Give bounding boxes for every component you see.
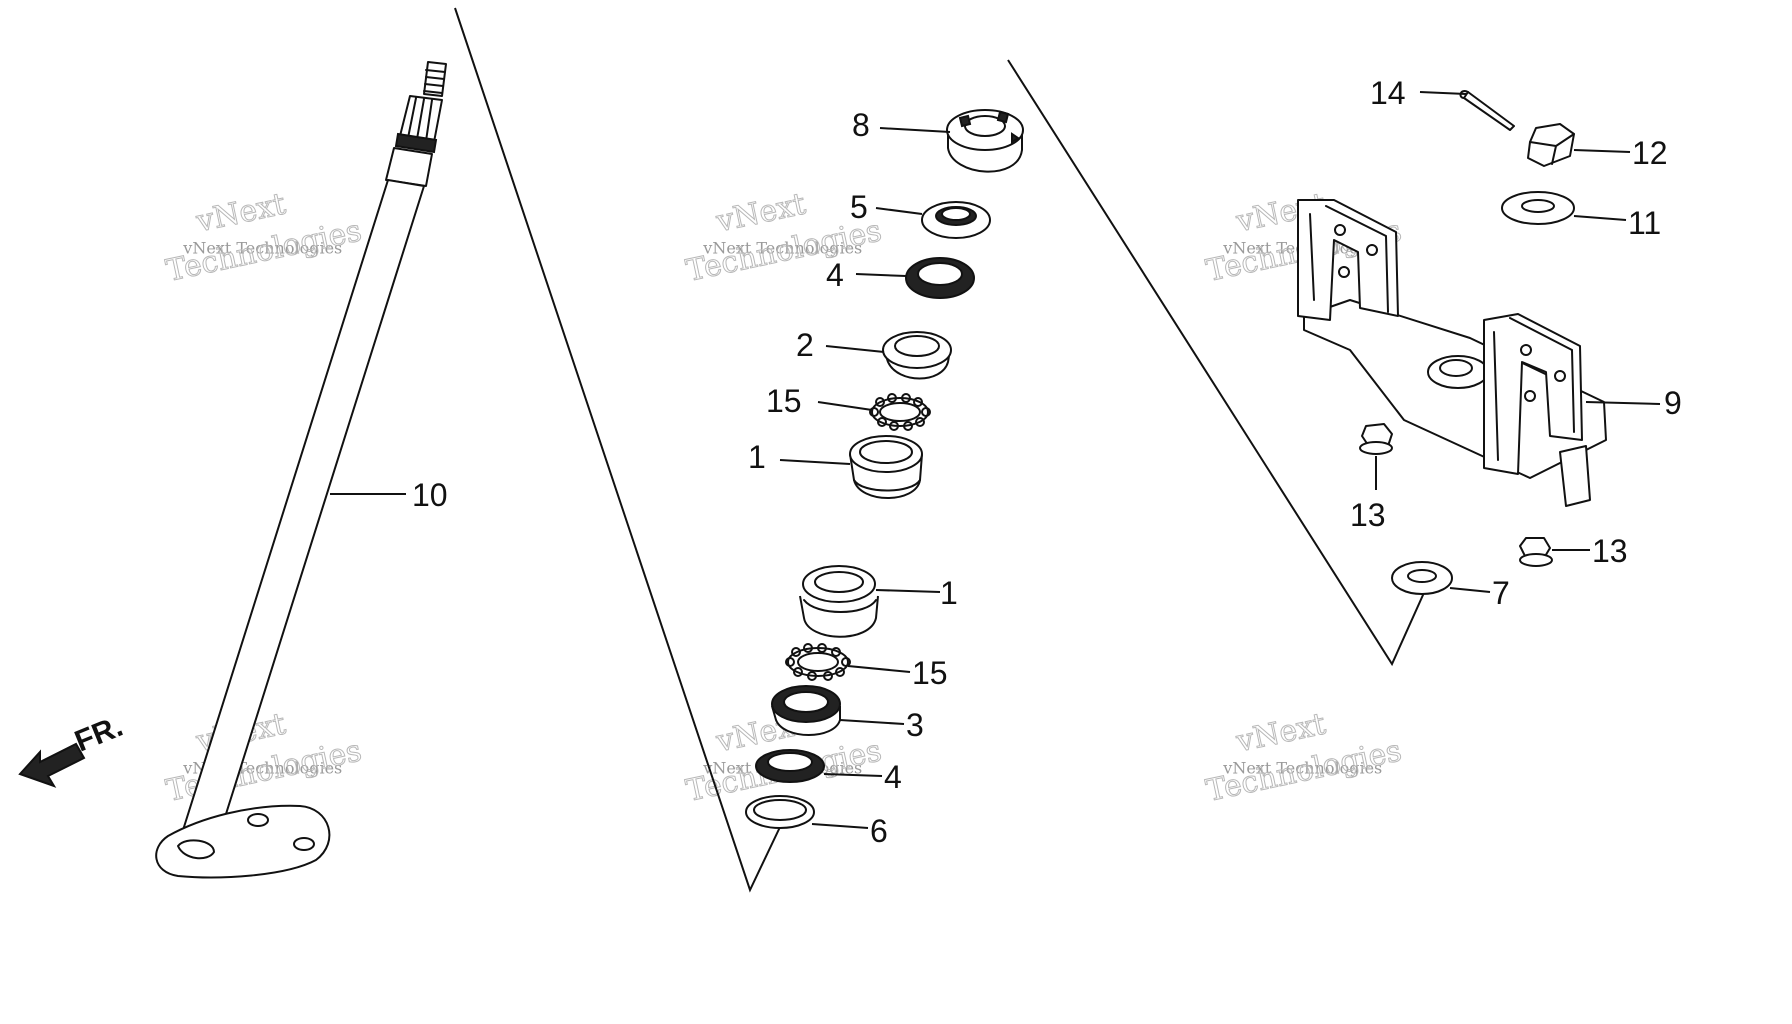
upper-lock-nut	[946, 109, 1024, 173]
guide-line-left	[454, 7, 791, 893]
callout-lower-race: 3	[906, 707, 924, 743]
leader-upper-race	[825, 345, 885, 353]
upper-ball-retainer	[869, 393, 931, 431]
front-direction-label: FR.	[70, 710, 127, 759]
shaft-thread-lines	[423, 69, 446, 94]
watermark-6: vNext vNext Technologies Technologies	[1203, 706, 1405, 809]
callout-flange-nut-left: 13	[1350, 497, 1386, 533]
shaft-spline-lines	[407, 97, 433, 142]
shaft-collar	[394, 132, 438, 154]
shaft-base-hole-1	[247, 813, 269, 827]
leader-upper-bearing-cup	[779, 459, 851, 465]
watermark-line2: vNext Technologies	[702, 238, 862, 257]
callout-upper-lock-nut: 8	[852, 107, 870, 143]
leader-upper-dust-seal	[875, 207, 923, 215]
lower-race	[771, 685, 841, 736]
watermark-line2: vNext Technologies	[182, 238, 342, 257]
leader-handlebar-bracket	[1585, 401, 1661, 405]
lower-bearing-cup	[799, 565, 879, 638]
callout-lower-bearing-cup: 1	[940, 575, 958, 611]
cotter-pin	[1459, 90, 1515, 131]
leader-lower-ball-retainer	[847, 665, 911, 673]
leader-upper-ball-retainer	[817, 401, 873, 411]
leader-lower-washer	[811, 823, 869, 829]
steering-shaft	[155, 61, 447, 879]
leader-washer-top	[1573, 215, 1627, 221]
washer-bottom	[1391, 561, 1453, 595]
leader-upper-seal	[855, 273, 907, 277]
callout-washer-top: 11	[1628, 205, 1661, 241]
assembly-guide-lines	[454, 7, 1437, 893]
watermark-line2: vNext Technologies	[1222, 758, 1382, 777]
handlebar-bracket	[1297, 199, 1607, 507]
shaft-collar-lower	[385, 147, 433, 187]
lower-seal	[755, 749, 825, 783]
leader-washer-bottom	[1449, 587, 1491, 593]
leader-lower-race	[839, 719, 905, 725]
callout-lower-ball-retainer: 15	[912, 655, 948, 691]
shaft-base-hole-2	[293, 837, 315, 851]
leader-castle-nut	[1573, 149, 1631, 153]
watermark-1: vNext vNext Technologies Technologies	[163, 186, 365, 289]
flange-nut-right	[1519, 537, 1553, 567]
front-direction-indicator: FR.	[18, 710, 127, 788]
watermark-4: vNext vNext Technologies Technologies	[163, 706, 365, 809]
callout-handlebar-bracket: 9	[1664, 385, 1682, 421]
flange-nut-left	[1359, 423, 1393, 455]
lower-ball-retainer	[785, 643, 851, 681]
castle-nut	[1527, 123, 1575, 167]
upper-dust-seal	[921, 201, 991, 239]
callout-flange-nut-right: 13	[1592, 533, 1628, 569]
callout-upper-bearing-cup: 1	[748, 439, 766, 475]
washer-top	[1501, 191, 1575, 225]
callout-lower-seal: 4	[884, 759, 902, 795]
callout-lower-washer: 6	[870, 813, 888, 849]
upper-bearing-cup	[849, 435, 923, 499]
callout-cotter-pin: 14	[1370, 75, 1406, 111]
callout-upper-seal: 4	[826, 257, 844, 293]
lower-washer	[745, 795, 815, 829]
front-arrow-icon	[18, 742, 86, 788]
shaft-base-socket	[177, 839, 215, 860]
guide-line-right	[1007, 59, 1437, 667]
callout-washer-bottom: 7	[1492, 575, 1510, 611]
callout-upper-race: 2	[796, 327, 814, 363]
leader-lower-bearing-cup	[875, 589, 941, 593]
leader-lower-seal	[823, 773, 883, 777]
leader-upper-lock-nut	[879, 127, 951, 133]
shaft-base-plate	[155, 804, 331, 879]
callout-upper-dust-seal: 5	[850, 189, 868, 225]
upper-seal	[905, 257, 975, 299]
upper-race	[882, 331, 952, 380]
leader-cotter-pin	[1419, 91, 1467, 95]
callout-castle-nut: 12	[1632, 135, 1668, 171]
callout-shaft: 10	[412, 477, 448, 513]
callout-upper-ball-retainer: 15	[766, 383, 802, 419]
